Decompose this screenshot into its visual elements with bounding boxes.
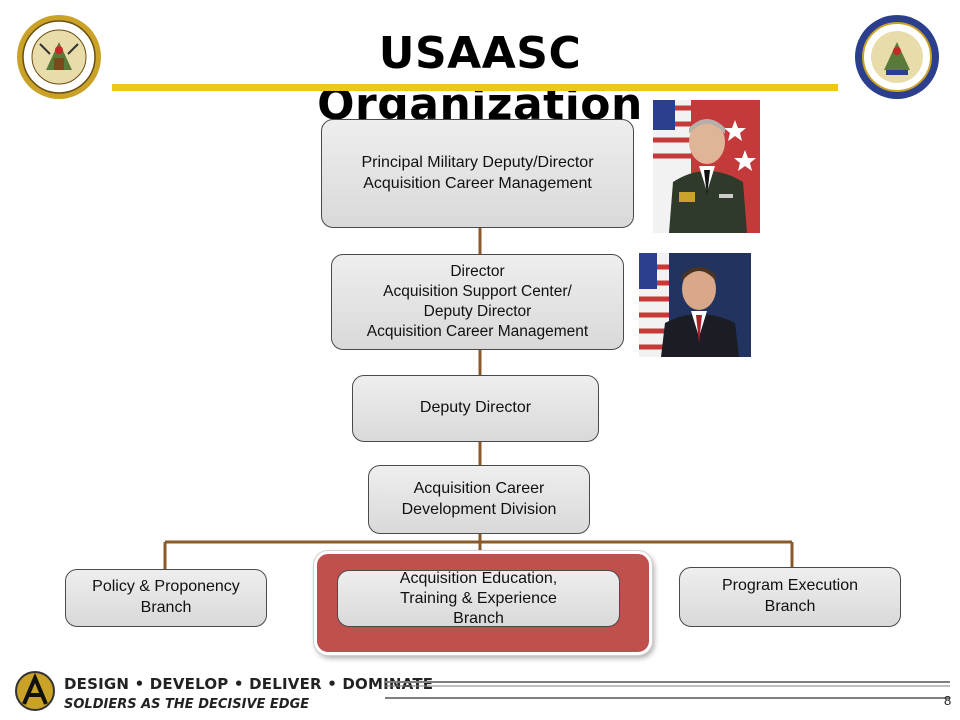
- org-box-policy-proponency-branch: Policy & Proponency Branch: [65, 569, 267, 627]
- org-box-label: Acquisition Education,: [399, 570, 558, 587]
- org-box-deputy-director: Deputy Director: [352, 375, 599, 442]
- org-box-label: Acquisition Career Management: [363, 174, 592, 192]
- org-box-label: Deputy Director: [423, 303, 532, 320]
- org-box-label: Acquisition Support Center/: [383, 282, 572, 300]
- asa-seal-logo: [855, 15, 939, 99]
- acquisition-a-logo: [15, 671, 55, 711]
- footer-tagline: SOLDIERS AS THE DECISIVE EDGE: [64, 697, 310, 712]
- org-box-label: Program Execution: [721, 577, 859, 595]
- footer-motto: DESIGN • DEVELOP • DELIVER • DOMINATE: [64, 675, 434, 693]
- army-seal-logo: [17, 15, 101, 99]
- org-box-acquisition-career-division: Acquisition Career Development Division: [368, 465, 590, 534]
- org-box-principal-military-deputy: Principal Military Deputy/Director Acqui…: [321, 119, 634, 228]
- org-box-label: Development Division: [401, 500, 557, 518]
- org-box-label: Branch: [140, 599, 192, 616]
- org-box-label: Policy & Proponency: [92, 578, 240, 596]
- org-box-program-execution-branch: Program Execution Branch: [679, 567, 901, 627]
- org-box-label: Training & Experience: [400, 589, 557, 607]
- org-box-director: Director Acquisition Support Center/ Dep…: [331, 254, 624, 350]
- director-portrait-photo: [639, 253, 751, 357]
- page-number: 8: [944, 693, 952, 708]
- org-box-label: Principal Military Deputy/Director: [361, 153, 594, 171]
- principal-deputy-portrait-photo: [653, 100, 760, 233]
- org-box-label: Branch: [453, 609, 504, 627]
- org-box-label: Deputy Director: [419, 399, 532, 417]
- footer-rule-lines: [385, 681, 950, 699]
- org-box-label: Branch: [764, 598, 816, 615]
- org-box-label: Acquisition Career Management: [366, 323, 589, 341]
- title-underline-bar: [112, 84, 838, 91]
- org-box-label: Acquisition Career: [413, 479, 545, 497]
- org-box-label: Director: [450, 262, 505, 280]
- org-box-education-training-branch: Acquisition Education, Training & Experi…: [337, 570, 620, 627]
